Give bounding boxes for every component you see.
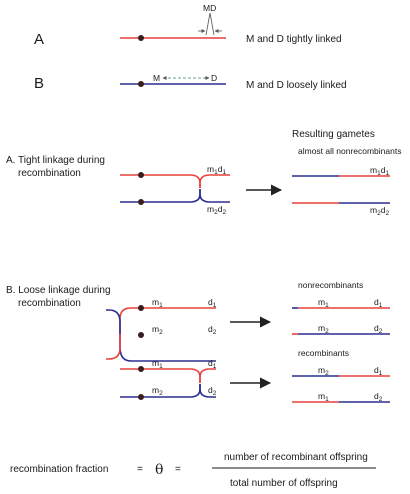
loose1-blue-arm-left — [106, 309, 121, 334]
svg-text:m1d1: m1d1 — [207, 164, 226, 176]
svg-text:d2: d2 — [208, 385, 217, 397]
panel-b-caption: M and D loosely linked — [246, 80, 347, 91]
panel-a-md-label: MD — [203, 3, 216, 13]
gamete-label-m1d1: m1d1 — [370, 165, 389, 177]
loose2-label-d2: d2 — [208, 385, 217, 397]
nonrec-label-d1: d1 — [374, 297, 383, 309]
tight-centromere-blue — [138, 199, 144, 205]
resulting-gametes-title: Resulting gametes — [292, 129, 375, 140]
svg-text:d1: d1 — [208, 297, 217, 309]
svg-text:d1: d1 — [374, 297, 383, 309]
svg-text:m2: m2 — [152, 324, 163, 336]
tight-blue-chromatid-left — [120, 189, 201, 203]
loose2-blue-chromatid-right — [199, 384, 216, 398]
nonrecombinants-label: nonrecombinants — [298, 280, 363, 290]
panel-b-d-label: D — [211, 73, 217, 83]
svg-text:d1: d1 — [208, 358, 217, 370]
gamete-label-m2d2: m2d2 — [370, 205, 389, 217]
tight-red-chromatid-right — [199, 174, 230, 188]
tight-label-m2d2: m2d2 — [207, 204, 226, 216]
loose1-centromere-red — [138, 305, 144, 311]
nonrec-label-m2: m2 — [318, 323, 329, 335]
rec-label-m1: m1 — [318, 391, 329, 403]
tight-heading-line2: recombination — [18, 168, 81, 179]
panel-b-centromere — [138, 81, 144, 87]
loose-heading-line2: recombination — [18, 298, 81, 309]
svg-text:m1: m1 — [318, 297, 329, 309]
svg-text:d2: d2 — [374, 391, 383, 403]
svg-text:d1: d1 — [374, 365, 383, 377]
svg-text:m2d2: m2d2 — [207, 204, 226, 216]
rec-label-d1: d1 — [374, 365, 383, 377]
tight-centromere-red — [138, 172, 144, 178]
loose2-label-d1: d1 — [208, 358, 217, 370]
rec-label-m2: m2 — [318, 365, 329, 377]
nonrec-label-m1: m1 — [318, 297, 329, 309]
svg-text:m1: m1 — [318, 391, 329, 403]
svg-text:d2: d2 — [374, 323, 383, 335]
svg-text:m2d2: m2d2 — [370, 205, 389, 217]
panel-a-md-pointer-right — [209, 12, 215, 36]
loose1-label-m1: m1 — [152, 297, 163, 309]
loose2-red-chromatid-left — [120, 368, 201, 383]
svg-text:m2: m2 — [318, 365, 329, 377]
panel-b-m-label: M — [153, 73, 160, 83]
formula-equals-1: = — [137, 464, 143, 475]
svg-text:m2: m2 — [318, 323, 329, 335]
panel-a-letter: A — [34, 31, 44, 48]
formula-lhs: recombination fraction — [10, 464, 108, 475]
tight-label-m1d1: m1d1 — [207, 164, 226, 176]
loose-heading-line1: B. Loose linkage during — [6, 285, 111, 296]
panel-a-centromere — [138, 35, 144, 41]
tight-heading-line1: A. Tight linkage during — [6, 155, 105, 166]
formula-equals-2: = — [175, 464, 181, 475]
panel-b-letter: B — [34, 75, 44, 92]
svg-text:m1: m1 — [152, 358, 163, 370]
svg-text:d2: d2 — [208, 324, 217, 336]
panel-a-caption: M and D tightly linked — [246, 34, 342, 45]
loose2-label-m2: m2 — [152, 385, 163, 397]
loose2-centromere-blue — [138, 394, 144, 400]
rec-label-d2: d2 — [374, 391, 383, 403]
loose1-label-d1: d1 — [208, 297, 217, 309]
svg-text:m1d1: m1d1 — [370, 165, 389, 177]
loose2-red-chromatid-right — [199, 368, 216, 383]
loose1-centromere-blue — [138, 332, 144, 338]
loose1-red-arm-left — [106, 334, 121, 360]
recombinants-label: recombinants — [298, 348, 349, 358]
svg-text:m1: m1 — [152, 297, 163, 309]
loose1-label-d2: d2 — [208, 324, 217, 336]
tight-blue-chromatid-right — [199, 189, 230, 203]
loose1-label-m2: m2 — [152, 324, 163, 336]
loose1-red-chromatid — [119, 307, 216, 334]
svg-text:m2: m2 — [152, 385, 163, 397]
almost-all-nonrecombinants-label: almost all nonrecombinants — [298, 146, 401, 156]
formula-numerator: number of recombinant offspring — [224, 452, 368, 463]
panel-a-md-pointer-left — [205, 12, 211, 36]
tight-red-chromatid-left — [120, 174, 201, 188]
loose1-blue-chromatid — [119, 334, 216, 362]
loose2-centromere-red — [138, 366, 144, 372]
nonrec-label-d2: d2 — [374, 323, 383, 335]
formula-denominator: total number of offspring — [230, 478, 338, 489]
formula-theta: θ — [155, 462, 163, 478]
loose2-label-m1: m1 — [152, 358, 163, 370]
